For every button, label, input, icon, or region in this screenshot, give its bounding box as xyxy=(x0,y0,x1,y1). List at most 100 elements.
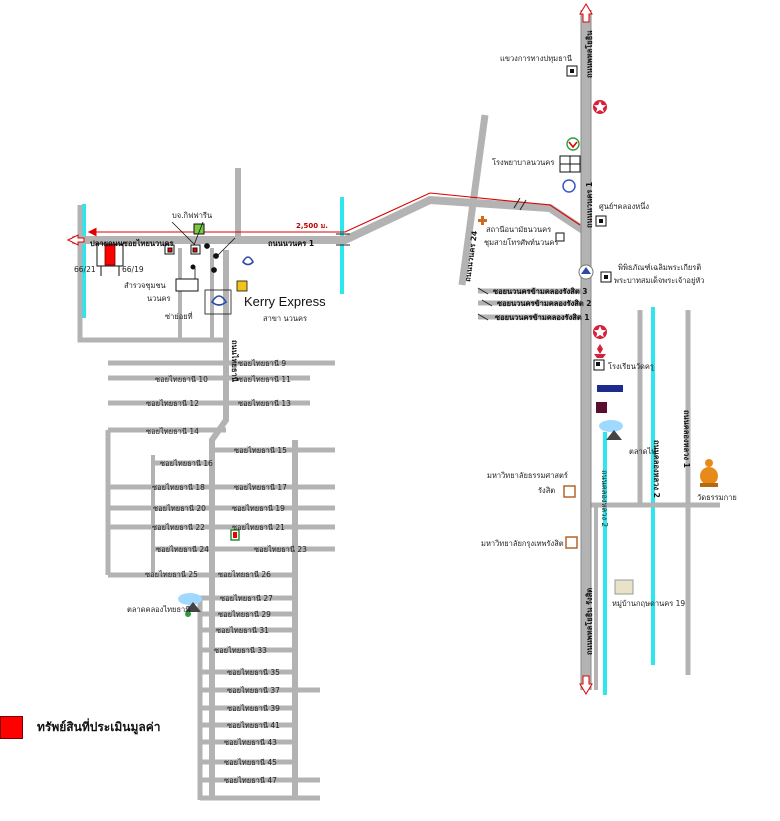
station-frame xyxy=(204,289,232,315)
road-navanakorn-1 xyxy=(72,195,589,244)
soi-12-label: ซอยไทยธานี 12 xyxy=(146,399,199,408)
road-label-rangsit-canal: ถนนคลองหลวง 2 xyxy=(600,470,609,527)
school-branch-label: ชุมสายโทรศัพท์นวนคร xyxy=(484,238,558,247)
distribution-icon xyxy=(595,215,607,227)
soi-47-label: ซอยไทยธานี 47 xyxy=(224,776,277,785)
road-label-phahonyothin-mid: ถนนนวนคร 1 xyxy=(585,182,594,228)
hospital-label: โรงพยาบาลนวนคร xyxy=(492,158,554,167)
sub-left-label: ซ่าย่อยที่ xyxy=(165,311,193,321)
navanakorn-gate-label: ปลายถนนซอยไทยนวนคร xyxy=(90,238,174,248)
soi-39-label: ซอยไทยธานี 39 xyxy=(227,704,280,713)
road-label-klong-luang-2: ถนนคลองหลวง 2 xyxy=(652,440,661,498)
university-2-label: มหาวิทยาลัยกรุงเทพรังสิต xyxy=(481,539,564,548)
road-outlines xyxy=(580,10,592,690)
company-square xyxy=(193,223,205,235)
dealer-icon xyxy=(596,402,607,413)
soi-18-label: ซอยไทยธานี 18 xyxy=(152,483,205,492)
road-network xyxy=(72,10,720,801)
soi-20-label: ซอยไทยธานี 20 xyxy=(153,504,206,513)
soi-41-label: ซอยไทยธานี 41 xyxy=(227,721,280,730)
temple-icon xyxy=(700,459,718,487)
museum-icon xyxy=(600,271,612,283)
customs-label: แขวงการทางปทุมธานี xyxy=(500,54,572,63)
legend: ทรัพย์สินที่ประเมินมูลค่า xyxy=(0,716,161,739)
market-right-icon xyxy=(599,420,623,440)
soi-26-label: ซอยไทยธานี 26 xyxy=(218,570,271,579)
arrow-down-icon xyxy=(579,675,593,695)
museum-label-2: พระบาทสมเด็จพระเจ้าอยู่หัว xyxy=(614,275,705,285)
kerry-title: Kerry Express xyxy=(244,294,326,309)
school-branch-icon xyxy=(555,232,565,242)
soi-33-label: ซอยไทยธานี 33 xyxy=(214,646,267,655)
temple-label: วัดธรรมกาย xyxy=(697,493,737,502)
arrow-up-icon xyxy=(579,3,593,23)
soi-29-label: ซอยไทยธานี 29 xyxy=(218,610,271,619)
kerry-subtitle: สาขา นวนคร xyxy=(263,314,307,323)
soi-11-label: ซอยไทยธานี 11 xyxy=(238,375,291,384)
university-1-icon xyxy=(563,485,576,498)
subject-property xyxy=(96,243,124,276)
pointer-lines xyxy=(171,221,236,283)
road-navanakorn-24 xyxy=(458,114,489,286)
soi-22-label: ซอยไทยธานี 22 xyxy=(152,523,205,532)
road-label-navanakorn-1: ถนนนวนคร 1 xyxy=(268,239,314,248)
shell-icon xyxy=(566,137,580,151)
soi-14-label: ซอยไทยธานี 14 xyxy=(146,427,199,436)
soi-31-label: ซอยไทยธานี 31 xyxy=(216,626,269,635)
gas-station-label: สถานีอนามัยนวนคร xyxy=(486,225,551,234)
university-1-label-1: มหาวิทยาลัยธรรมศาสตร์ xyxy=(487,471,568,480)
soi-27-label: ซอยไทยธานี 27 xyxy=(220,594,273,603)
soi-16-label: ซอยไทยธานี 16 xyxy=(160,459,213,468)
customs-icon xyxy=(566,65,578,77)
soi-25-label: ซอยไทยธานี 25 xyxy=(145,570,198,579)
police-label-2: นวนคร xyxy=(147,294,171,303)
star-icon xyxy=(593,100,607,114)
distance-label: 2,500 ม. xyxy=(296,222,328,230)
right-soi-2-label: ซอยนวนครข้ามคลองรังสิต 2 xyxy=(497,299,592,308)
road-west-loop xyxy=(77,205,226,343)
arrow-left-icon xyxy=(66,234,85,246)
right-soi-3-label: ซอยนวนครข้ามคลองรังสิต 3 xyxy=(493,287,588,296)
junction-icon xyxy=(578,264,594,280)
soi-35-label: ซอยไทยธานี 35 xyxy=(227,668,280,677)
soi-21-label: ซอยไทยธานี 21 xyxy=(232,523,285,532)
bridge-marks xyxy=(336,197,527,321)
university-1-label-2: รังสิต xyxy=(538,486,555,495)
hospital-icon xyxy=(559,155,581,173)
estate-blocks xyxy=(164,223,219,273)
soi-23-label: ซอยไทยธานี 23 xyxy=(254,545,307,554)
route xyxy=(87,192,581,237)
soi-lines xyxy=(108,360,335,801)
road-label-phahonyothin-bottom: ถนนพหลโยธิน รังสิต xyxy=(584,588,594,655)
house-number-right: 66/19 xyxy=(122,265,144,274)
road-label-phahonyothin-top: ถนนพหลโยธิน xyxy=(584,30,594,78)
road-label-thai-thani: ถนนไทยธานี xyxy=(230,340,240,383)
route-line xyxy=(87,192,581,237)
soi-45-label: ซอยไทยธานี 45 xyxy=(224,758,277,767)
village-label: หมู่บ้านกฤษดานคร 19 xyxy=(612,599,685,608)
hospital-logo-icon xyxy=(562,179,576,193)
police-box xyxy=(175,278,199,292)
house-number-left: 66/21 xyxy=(74,265,96,274)
gas-station-icon xyxy=(478,216,487,225)
soi-15-label: ซอยไทยธานี 15 xyxy=(234,446,287,455)
soi-19-label: ซอยไทยธานี 19 xyxy=(232,504,285,513)
soi-24-label: ซอยไทยธานี 24 xyxy=(156,545,209,554)
university-2-icon xyxy=(565,536,578,549)
phahonyothin-arrows xyxy=(66,3,593,695)
labels: แขวงการทางปทุมธานี โรงพยาบาลนวนคร ศูนย์ฯ… xyxy=(74,30,737,785)
market-left-label: ตลาดคลองไทยธานี xyxy=(127,605,190,614)
soi-17-label: ซอยไทยธานี 17 xyxy=(234,483,287,492)
company-label: บจ.กิฟฟารีน xyxy=(172,211,212,220)
kerry-marker xyxy=(236,280,248,292)
market-icon xyxy=(178,593,202,617)
school-label: โรงเรียนวัดครู xyxy=(608,362,654,371)
market-right-label: ตลาดไท xyxy=(629,447,656,456)
subject-property-marker xyxy=(104,244,116,266)
village-icon xyxy=(614,579,634,595)
road-label-klong-luang-1: ถนนคลองหลวง 1 xyxy=(682,410,691,468)
canals xyxy=(82,197,655,695)
soi-43-label: ซอยไทยธานี 43 xyxy=(224,738,277,747)
soi-37-label: ซอยไทยธานี 37 xyxy=(227,686,280,695)
